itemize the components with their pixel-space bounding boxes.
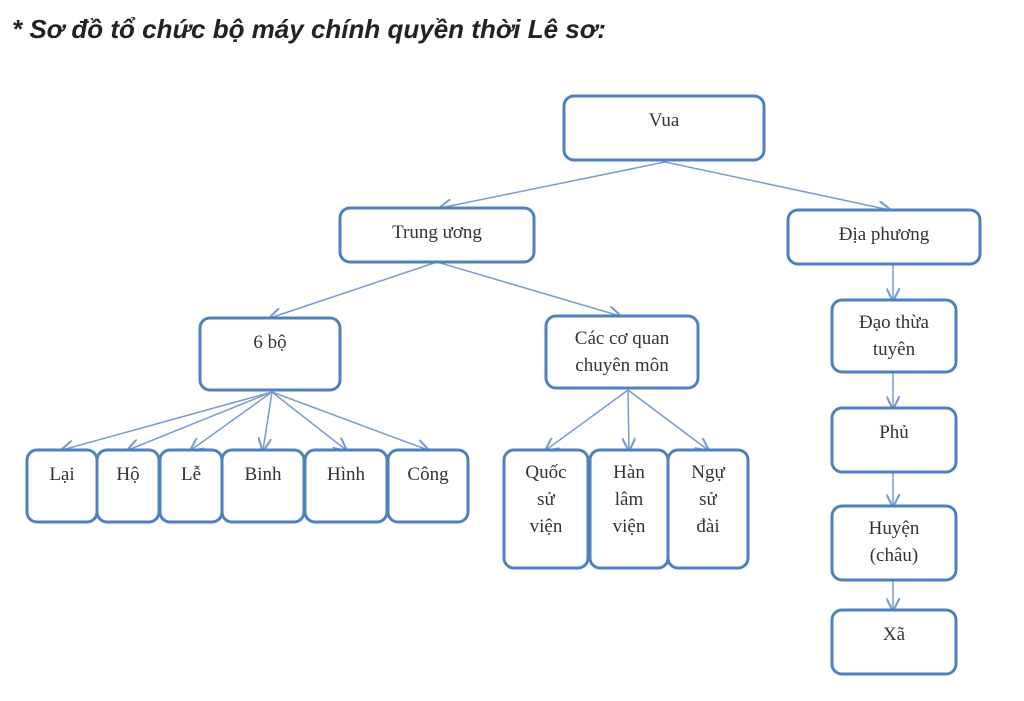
node-label: đài: [696, 516, 719, 537]
node-label: viện: [613, 516, 646, 537]
node-label: Vua: [649, 110, 680, 131]
node-box: [502, 448, 590, 570]
connector-lines: [62, 161, 893, 610]
node-han-lam-vien: Hàn lâm viện: [588, 448, 670, 570]
node-box: [158, 448, 224, 524]
node-quoc-su-vien: Quốc sử viện: [502, 448, 590, 570]
node-box: [666, 448, 750, 570]
node-label: Hộ: [116, 464, 139, 485]
node-label: Phủ: [879, 422, 909, 443]
page-title: * Sơ đồ tổ chức bộ máy chính quyền thời …: [12, 14, 606, 44]
connector-arrow: [627, 389, 708, 450]
node-box: [95, 448, 161, 524]
node-label: Địa phương: [839, 224, 930, 245]
node-huyen-chau: Huyện (châu): [830, 504, 958, 582]
connector-arrow: [270, 261, 438, 318]
connector-arrow: [628, 389, 629, 450]
node-le: Lễ: [158, 448, 224, 524]
connector-arrow: [271, 391, 346, 450]
node-label: tuyên: [873, 339, 916, 360]
node-box: [830, 608, 958, 676]
node-box: [338, 206, 536, 264]
node-label: Binh: [245, 464, 282, 485]
node-label: Ngự: [691, 462, 725, 483]
connector-arrow: [62, 391, 273, 450]
node-label: Quốc: [525, 462, 566, 483]
node-phu: Phủ: [830, 406, 958, 474]
connector-arrow: [191, 391, 273, 450]
node-label: Xã: [883, 624, 906, 645]
node-hinh: Hình: [303, 448, 389, 524]
node-box: [830, 298, 958, 374]
node-label: lâm: [615, 489, 644, 510]
node-6-bo: 6 bộ: [198, 316, 342, 392]
node-dao-thua-tuyen: Đạo thừa tuyên: [830, 298, 958, 374]
node-label: Công: [407, 464, 449, 485]
node-label: (châu): [870, 545, 919, 566]
node-binh: Binh: [220, 448, 306, 524]
node-label: chuyên môn: [575, 355, 669, 376]
node-lai: Lại: [25, 448, 99, 524]
connector-arrow: [271, 391, 428, 450]
node-label: viện: [530, 516, 563, 537]
node-box: [562, 94, 766, 162]
node-label: Các cơ quan: [575, 328, 670, 349]
node-label: Trung ương: [392, 222, 482, 243]
connector-arrow: [436, 261, 620, 316]
node-xa: Xã: [830, 608, 958, 676]
node-ngu-su-dai: Ngự sử đài: [666, 448, 750, 570]
node-box: [786, 208, 982, 266]
node-trung-uong: Trung ương: [338, 206, 536, 264]
node-box: [220, 448, 306, 524]
node-label: Huyện: [869, 518, 920, 539]
node-dia-phuong: Địa phương: [786, 208, 982, 266]
node-cong: Công: [386, 448, 470, 524]
node-label: sử: [699, 489, 717, 510]
node-label: Hình: [327, 464, 366, 485]
connector-arrow: [546, 389, 629, 450]
node-box: [830, 406, 958, 474]
node-label: 6 bộ: [253, 332, 286, 353]
node-label: Đạo thừa: [859, 312, 929, 333]
node-box: [303, 448, 389, 524]
node-box: [198, 316, 342, 392]
node-vua: Vua: [562, 94, 766, 162]
node-box: [830, 504, 958, 582]
node-label: Lễ: [181, 464, 201, 485]
connector-arrow: [664, 161, 890, 210]
node-box: [25, 448, 99, 524]
connector-arrow: [440, 161, 666, 208]
node-cac-co-quan: Các cơ quan chuyên môn: [544, 314, 700, 390]
connector-arrow: [128, 391, 273, 450]
node-label: sử: [537, 489, 555, 510]
node-box: [544, 314, 700, 390]
node-label: Lại: [49, 464, 74, 485]
node-box: [386, 448, 470, 524]
connector-arrow: [263, 391, 273, 450]
node-ho: Hộ: [95, 448, 161, 524]
node-label: Hàn: [613, 462, 645, 483]
